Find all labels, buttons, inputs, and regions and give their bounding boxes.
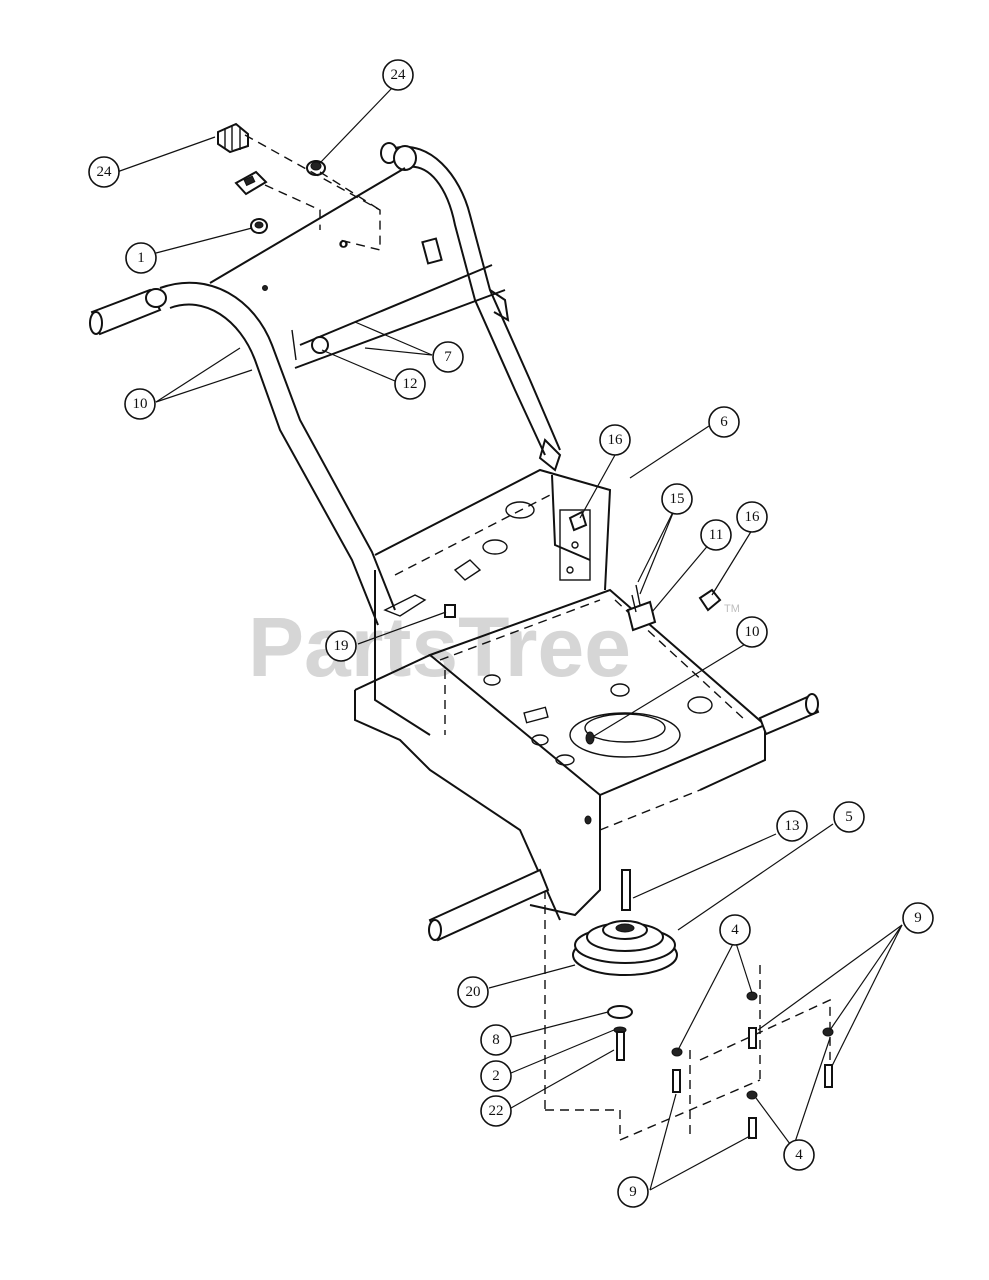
callout-8: 8 xyxy=(480,1024,512,1056)
callout-label: 19 xyxy=(334,638,349,654)
callout-20: 20 xyxy=(457,976,489,1008)
callout-label: 8 xyxy=(492,1032,500,1048)
callout-7: 7 xyxy=(432,341,464,373)
watermark-text: PartsTree xyxy=(248,600,631,694)
callout-label: 6 xyxy=(720,414,728,430)
leader-lines xyxy=(116,86,903,1191)
watermark: PartsTree TM xyxy=(248,600,740,694)
callout-11: 11 xyxy=(700,519,732,551)
callout-label: 9 xyxy=(629,1184,637,1200)
callout-2: 2 xyxy=(480,1060,512,1092)
callout-22: 22 xyxy=(480,1095,512,1127)
callout-15: 15 xyxy=(661,483,693,515)
callout-10-deck: 10 xyxy=(736,616,768,648)
callout-label: 22 xyxy=(489,1103,504,1119)
callout-label: 2 xyxy=(492,1068,500,1084)
callout-9-top: 9 xyxy=(902,902,934,934)
callout-label: 16 xyxy=(608,432,624,448)
callout-16-left: 16 xyxy=(599,424,631,456)
callout-label: 10 xyxy=(745,624,760,640)
callout-label: 16 xyxy=(745,509,761,525)
callout-24-top: 24 xyxy=(382,59,414,91)
handle-assembly xyxy=(89,142,562,626)
callout-label: 4 xyxy=(795,1147,803,1163)
callout-10-handle: 10 xyxy=(124,388,156,420)
callout-label: 9 xyxy=(914,910,922,926)
callout-label: 4 xyxy=(731,922,739,938)
callout-label: 7 xyxy=(444,349,452,365)
callout-19: 19 xyxy=(325,630,357,662)
callout-label: 15 xyxy=(670,491,685,507)
callouts: 24 24 1 7 12 10 16 6 15 11 16 19 10 13 5… xyxy=(88,59,934,1208)
callout-9-bottom: 9 xyxy=(617,1176,649,1208)
callout-4-bottom: 4 xyxy=(783,1139,815,1171)
callout-6: 6 xyxy=(708,406,740,438)
callout-label: 1 xyxy=(137,250,145,266)
callout-label: 11 xyxy=(709,527,723,543)
handle-top-parts xyxy=(217,122,381,251)
callout-4-top: 4 xyxy=(719,914,751,946)
watermark-trademark: TM xyxy=(724,603,740,615)
callout-label: 24 xyxy=(391,67,407,83)
callout-label: 12 xyxy=(403,376,418,392)
callout-label: 20 xyxy=(466,984,481,1000)
shaft-13 xyxy=(621,869,631,911)
callout-label: 24 xyxy=(97,164,113,180)
callout-5: 5 xyxy=(833,801,865,833)
callout-1: 1 xyxy=(125,242,157,274)
callout-label: 10 xyxy=(133,396,148,412)
callout-12: 12 xyxy=(394,368,426,400)
callout-label: 5 xyxy=(845,809,853,825)
chassis xyxy=(354,468,820,1111)
callout-24-left: 24 xyxy=(88,156,120,188)
callout-label: 13 xyxy=(785,818,800,834)
callout-16-right: 16 xyxy=(736,501,768,533)
callout-13: 13 xyxy=(776,810,808,842)
pulley-assembly xyxy=(444,510,834,1141)
